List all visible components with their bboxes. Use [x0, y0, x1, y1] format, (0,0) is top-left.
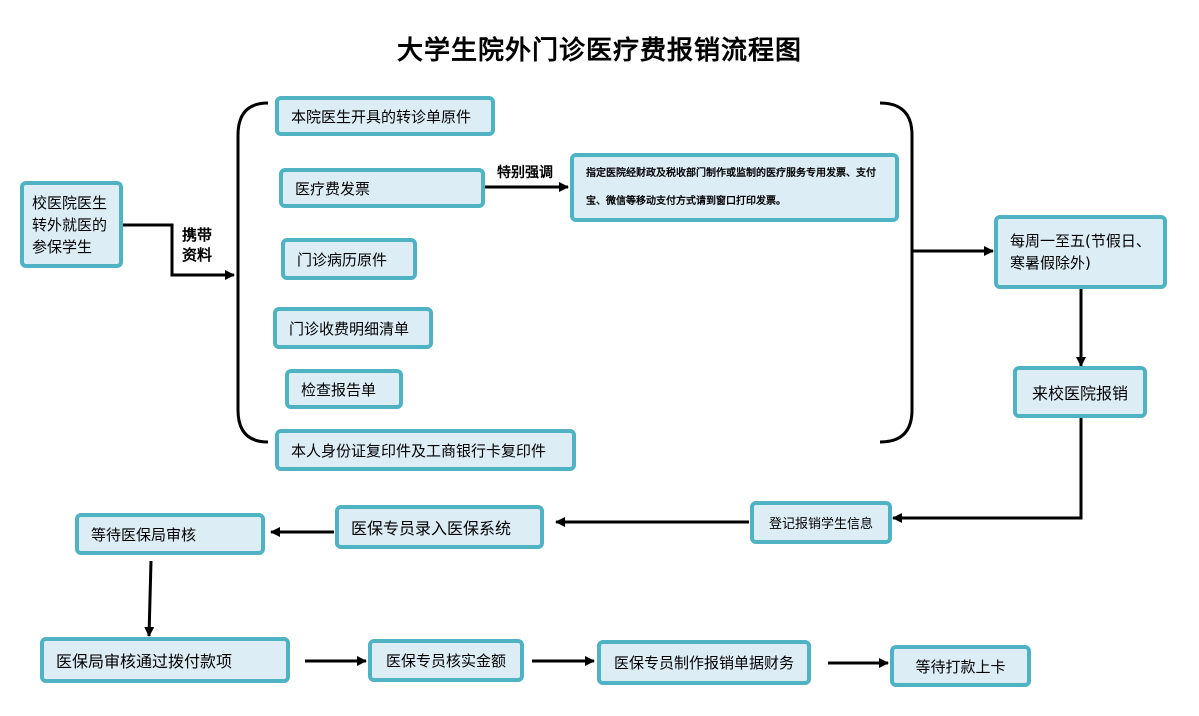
- wait-card-box: 等待打款上卡: [890, 645, 1031, 687]
- doc-fee-list-box: 门诊收费明细清单: [273, 307, 433, 349]
- enter-system-box: 医保专员录入医保系统: [335, 505, 544, 549]
- wait-review-box: 等待医保局审核: [75, 513, 265, 555]
- page-title: 大学生院外门诊医疗费报销流程图: [396, 36, 802, 66]
- come-school-box: 来校医院报销: [1013, 366, 1147, 418]
- doc-invoice-box: 医疗费发票: [279, 168, 485, 208]
- student-box: 校医院医生转外就医的参保学生: [20, 181, 123, 268]
- doc-referral-box: 本院医生开具的转诊单原件: [275, 96, 495, 136]
- right-brace: [879, 101, 914, 444]
- emphasis-label: 特别强调: [497, 165, 553, 181]
- approved-box: 医保局审核通过拨付款项: [40, 637, 290, 683]
- weekday-box: 每周一至五(节假日、寒暑假除外): [994, 215, 1167, 289]
- arrow-student-to-docs: [123, 223, 235, 280]
- register-box: 登记报销学生信息: [750, 501, 892, 544]
- verify-amount-box: 医保专员核实金额: [368, 639, 524, 682]
- invoice-note-box: 指定医院经财政及税收部门制作或监制的医疗服务专用发票、支付宝、微信等移动支付方式…: [570, 153, 899, 222]
- doc-records-box: 门诊病历原件: [281, 238, 417, 280]
- doc-id-bankcard-box: 本人身份证复印件及工商银行卡复印件: [275, 429, 576, 471]
- doc-exam-report-box: 检查报告单: [285, 369, 403, 409]
- arrow-come-to-register: [892, 418, 1083, 523]
- left-brace: [236, 101, 269, 444]
- carry-label: 携带资料: [182, 226, 213, 264]
- make-docs-box: 医保专员制作报销单据财务: [597, 640, 811, 685]
- arrow-wait-to-approved: [144, 560, 155, 637]
